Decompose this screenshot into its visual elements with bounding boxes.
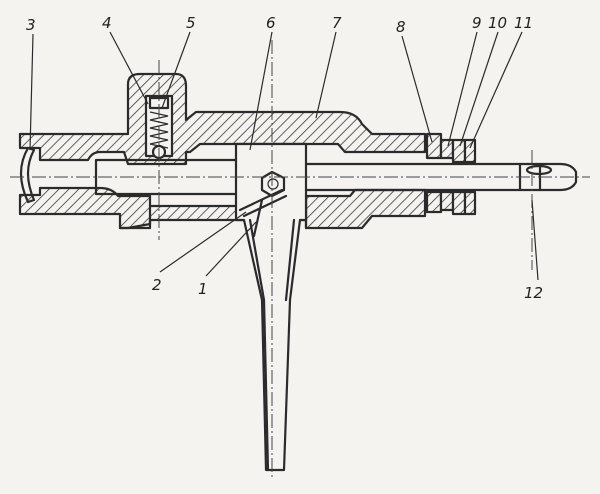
spring-clip (238, 188, 288, 238)
leader-lines (29, 31, 539, 281)
seal-ring-9 (439, 138, 455, 160)
seal-ring-11-bottom (463, 190, 477, 216)
housing-bottom-right (304, 188, 427, 230)
label-7: 7 (332, 14, 342, 32)
label-6: 6 (266, 14, 276, 32)
label-11: 11 (514, 14, 533, 32)
label-1: 1 (198, 280, 208, 298)
seal-ring-9-bottom (439, 190, 455, 212)
nut-bore (267, 178, 279, 190)
label-3: 3 (26, 16, 36, 34)
label-10: 10 (488, 14, 507, 32)
seal-ring-10-bottom (451, 190, 467, 216)
seal-ring-8 (425, 132, 443, 160)
label-12: 12 (524, 284, 543, 302)
label-9: 9 (472, 14, 482, 32)
end-cap (19, 146, 36, 204)
label-8: 8 (396, 18, 406, 36)
seal-ring-10 (451, 138, 467, 164)
shaft (94, 158, 578, 196)
hex-nut (260, 170, 286, 198)
label-2: 2 (152, 276, 162, 294)
seal-ring-8-bottom (425, 190, 443, 214)
seal-ring-11 (463, 138, 477, 164)
label-4: 4 (102, 14, 112, 32)
shaft-slot (525, 164, 553, 176)
housing-top (18, 72, 427, 166)
label-5: 5 (186, 14, 196, 32)
lever-inner (248, 218, 296, 472)
